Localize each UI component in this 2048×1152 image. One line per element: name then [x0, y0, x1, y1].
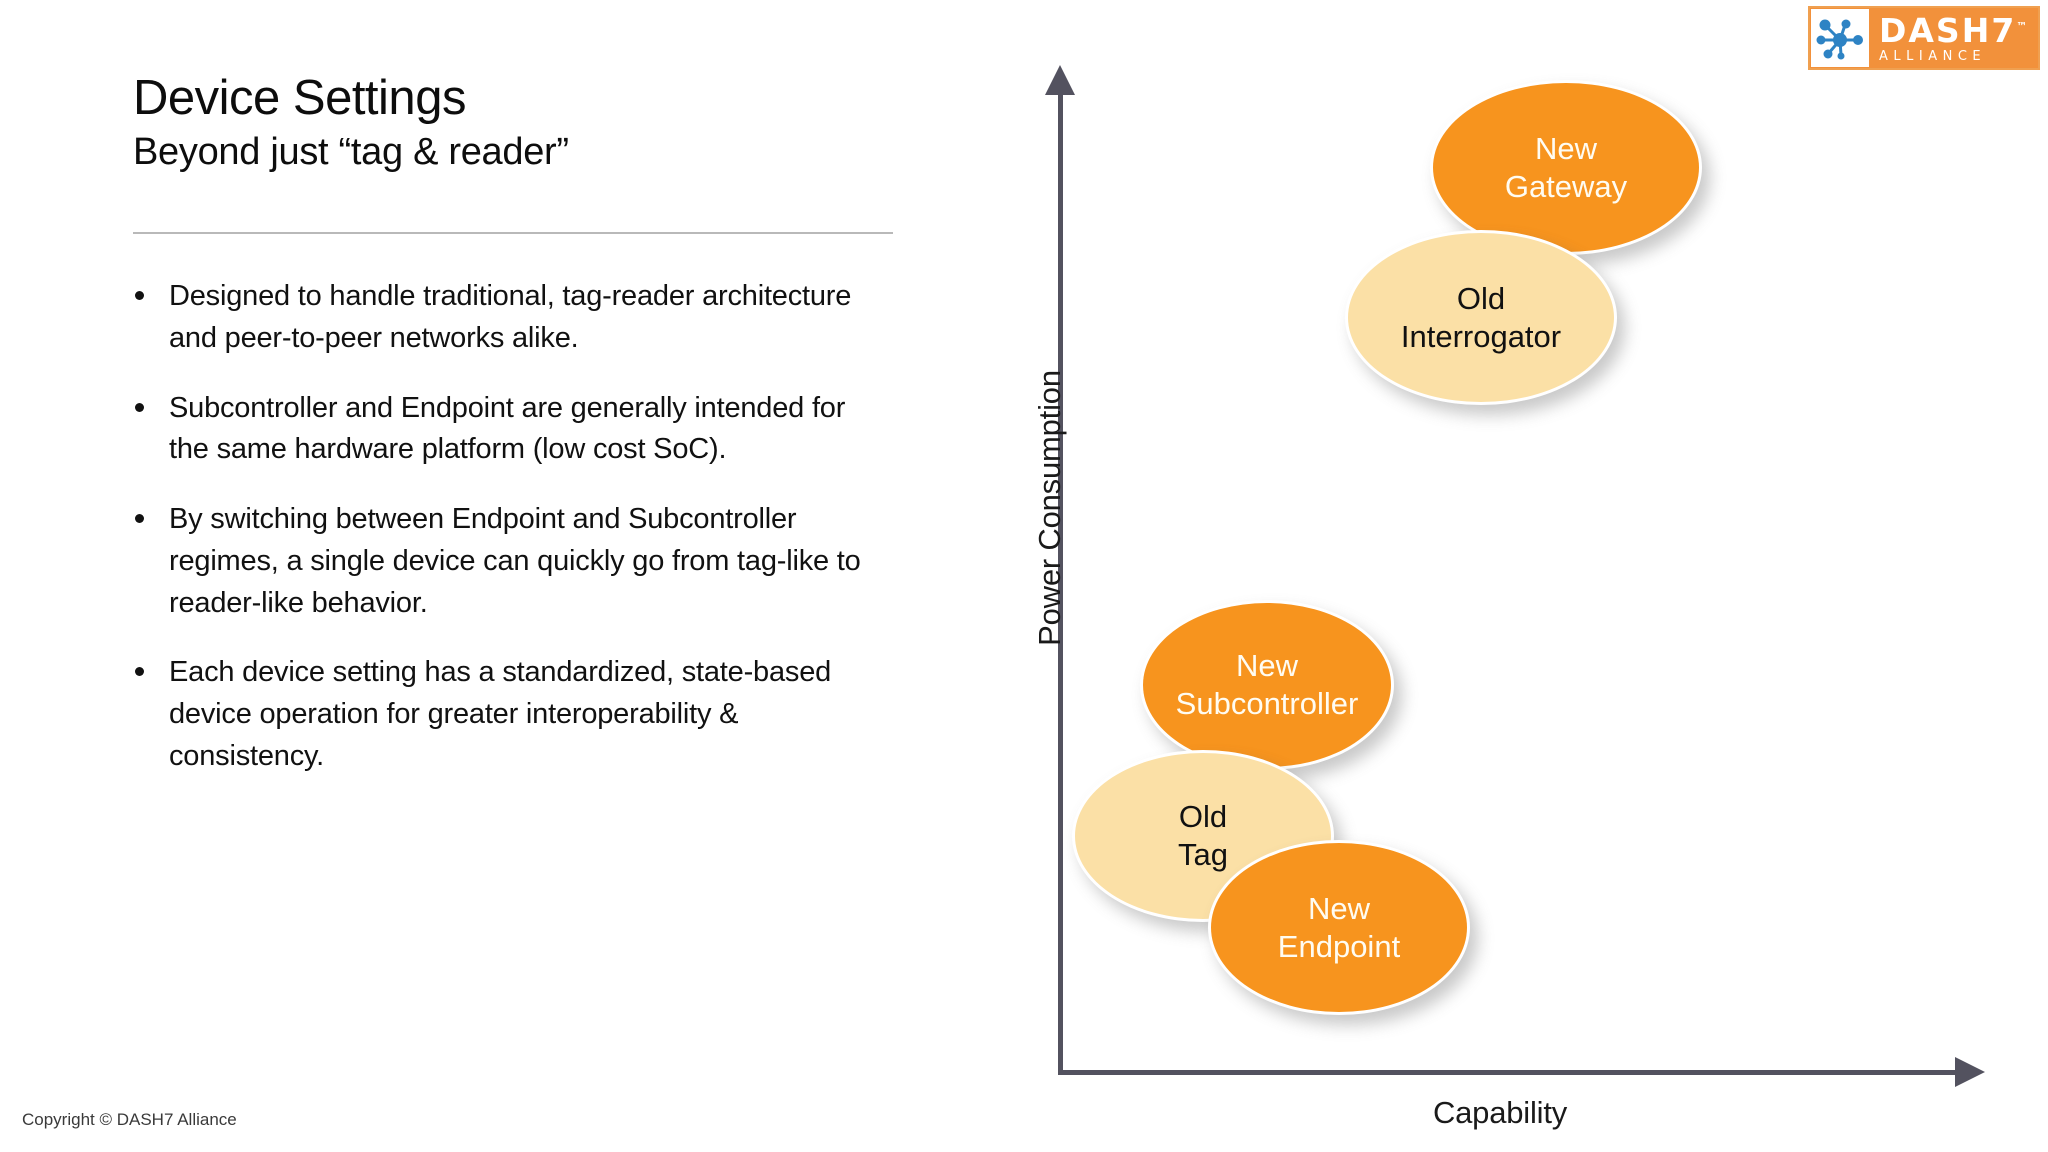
bubble-label-line: Endpoint	[1277, 928, 1401, 964]
x-axis-label: Capability	[1432, 1095, 1568, 1130]
logo-wordmark: DASH7™ ALLIANCE	[1869, 14, 2038, 63]
bullet-dot-icon	[135, 291, 144, 300]
y-axis-arrowhead-icon	[1045, 65, 1075, 95]
bubble-label-line: Old	[1456, 280, 1506, 316]
bubble-label-line: Gateway	[1504, 168, 1628, 204]
copyright-notice: Copyright © DASH7 Alliance	[22, 1110, 237, 1129]
trademark-symbol: ™	[2016, 19, 2028, 33]
logo-name: DASH7™	[1879, 14, 2038, 47]
list-item-text: Designed to handle traditional, tag-read…	[169, 280, 852, 354]
title-divider	[133, 232, 893, 234]
bubble-label-line: New	[1534, 130, 1597, 166]
page-subtitle: Beyond just “tag & reader”	[133, 130, 569, 173]
bubble-label-line: Interrogator	[1400, 318, 1562, 354]
list-item: Each device setting has a standardized, …	[133, 652, 863, 777]
bubble-label-line: New	[1307, 890, 1370, 926]
bullet-dot-icon	[135, 402, 144, 412]
list-item: Designed to handle traditional, tag-read…	[133, 276, 863, 360]
list-item: By switching between Endpoint and Subcon…	[133, 499, 863, 624]
bubble-label-line: Subcontroller	[1175, 686, 1359, 721]
bubble-label-line: New	[1235, 648, 1298, 684]
y-axis-label: Power Consumption	[1032, 370, 1067, 646]
list-item: Subcontroller and Endpoint are generally…	[133, 388, 863, 472]
logo-name-text: DASH7	[1879, 10, 2017, 50]
page-title: Device Settings	[133, 71, 466, 125]
bullet-list: Designed to handle traditional, tag-read…	[133, 276, 863, 778]
bullet-dot-icon	[135, 514, 144, 523]
x-axis-line	[1058, 1070, 1963, 1075]
list-item-text: By switching between Endpoint and Subcon…	[169, 503, 861, 619]
logo-tagline: ALLIANCE	[1879, 48, 1987, 64]
dash7-alliance-logo: DASH7™ ALLIANCE	[1808, 6, 2040, 70]
bubble-label-line: Tag	[1178, 837, 1228, 872]
bullet-dot-icon	[135, 667, 144, 677]
list-item-text: Subcontroller and Endpoint are generally…	[169, 391, 846, 466]
headline-block: Device Settings Beyond just “tag & reade…	[133, 72, 913, 175]
y-axis-line	[1058, 90, 1063, 1075]
list-item-text: Each device setting has a standardized, …	[169, 656, 832, 772]
x-axis-arrowhead-icon	[1955, 1057, 1985, 1087]
network-node-icon	[1811, 9, 1869, 67]
bubble-label-line: Old	[1178, 799, 1228, 835]
